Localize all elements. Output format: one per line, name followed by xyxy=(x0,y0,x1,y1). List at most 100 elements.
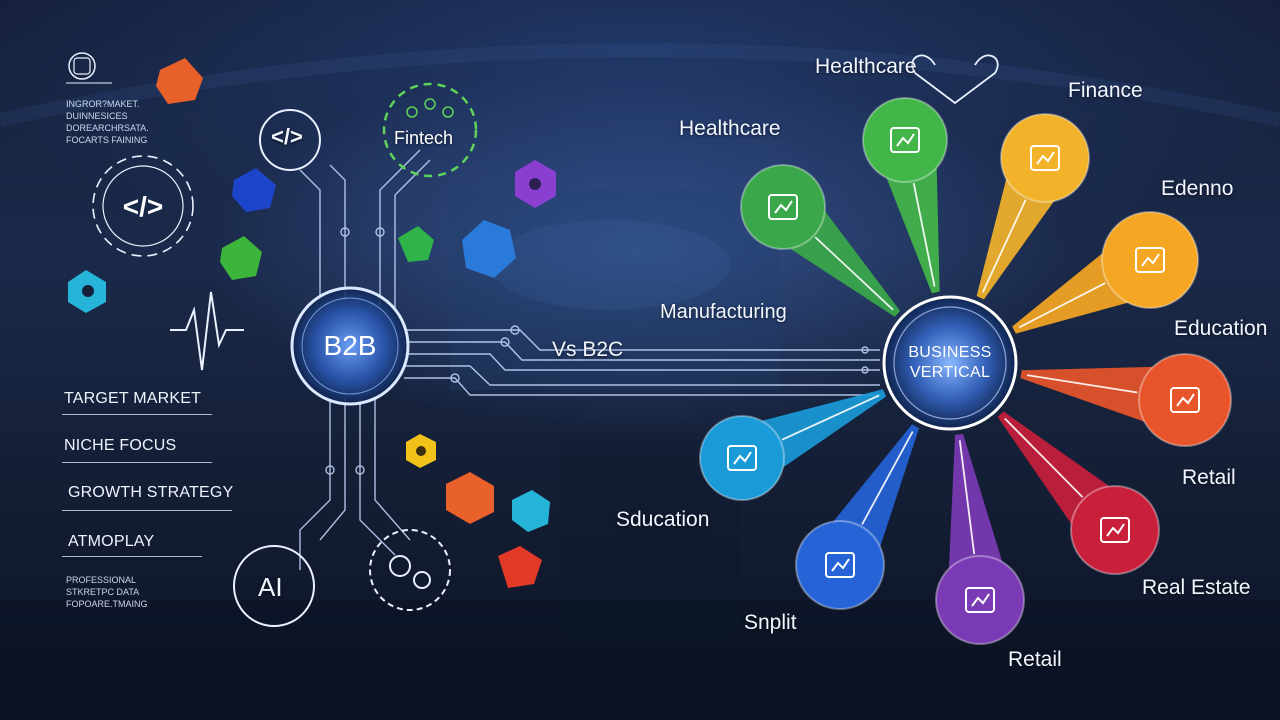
menu-divider xyxy=(62,414,212,415)
cross-icon-detail xyxy=(896,133,915,147)
gem-orange-1 xyxy=(156,58,203,104)
vertical-label-real-estate: Real Estate xyxy=(1142,576,1251,599)
bar-chart-icon xyxy=(1135,247,1165,273)
vertical-pin[interactable] xyxy=(699,389,887,501)
b2b-hub xyxy=(290,286,410,406)
left-satellites xyxy=(233,82,478,627)
dollar-chart-icon xyxy=(1030,145,1060,171)
vertical-pin[interactable] xyxy=(795,424,920,610)
menu-niche-focus[interactable]: NICHE FOCUS xyxy=(64,437,177,454)
graduation-cap-icon-detail xyxy=(831,558,850,572)
ai-chip-icon xyxy=(68,52,96,80)
vertical-label-education: Education xyxy=(1174,317,1268,340)
vertical-label-healthcare: Healthcare xyxy=(679,117,781,140)
business-vertical-line: BUSINESS xyxy=(908,344,992,361)
vertical-label-finance: Finance xyxy=(1068,79,1143,102)
vertical-label-sducation: Sducation xyxy=(616,508,710,531)
chair-silhouette xyxy=(560,440,740,640)
vertical-pin[interactable] xyxy=(997,411,1160,575)
top-note: INGROR?MAKET. DUINNESICES DOREARCHRSATA.… xyxy=(66,98,149,146)
bottom-note-line: PROFESSIONAL xyxy=(66,575,137,585)
cart-icon xyxy=(1170,387,1200,413)
vertical-pin-arrow xyxy=(781,394,880,441)
vertical-pin[interactable] xyxy=(862,97,948,294)
graduation-cap-icon xyxy=(825,552,855,578)
vertical-pin-arrow xyxy=(1026,374,1138,394)
gem-blue-2 xyxy=(462,220,516,278)
ai-node-circle xyxy=(233,545,315,627)
vertical-label-retail-bottom: Retail xyxy=(1008,648,1062,671)
code-node-label: </> xyxy=(271,124,303,149)
vertical-pin-arrow xyxy=(1004,417,1084,498)
background-room xyxy=(0,43,1280,720)
cross-icon xyxy=(890,127,920,153)
gem-purple-1-hole xyxy=(529,178,541,190)
ai-label: AI xyxy=(258,572,283,602)
top-note-line: INGROR?MAKET. xyxy=(66,99,140,109)
vertical-pin-arrow xyxy=(1018,282,1106,329)
vertical-label-retail-right: Retail xyxy=(1182,466,1236,489)
gem-cyan-2 xyxy=(512,490,550,532)
dollar-chart-icon-detail xyxy=(1036,151,1055,165)
gem-red-1 xyxy=(498,546,542,588)
gears-node-circle xyxy=(369,529,451,611)
menu-divider xyxy=(62,462,212,463)
menu-divider xyxy=(62,510,232,511)
top-note-line: DUINNESICES xyxy=(66,111,128,121)
chart-book-icon-detail xyxy=(733,451,752,465)
business-vertical-hub xyxy=(882,295,1018,431)
vertical-pin-arrow xyxy=(861,431,914,525)
vertical-pin-arrow xyxy=(981,199,1027,293)
vertical-pin-arrow xyxy=(814,236,894,311)
gear-icon-small xyxy=(413,571,431,589)
house-icon-detail xyxy=(1106,523,1125,537)
gems xyxy=(68,58,556,588)
menu-divider xyxy=(62,556,202,557)
gem-green-1 xyxy=(220,236,262,280)
b2b-label: B2B xyxy=(323,330,377,361)
gem-cyan-1-hole xyxy=(82,285,94,297)
gem-orange-2 xyxy=(446,472,494,524)
bottom-note-line: FOPOARE.TMAING xyxy=(66,599,148,609)
vertical-label-healthcare-top: Healthcare xyxy=(815,55,917,78)
code-circle-inner xyxy=(102,165,184,247)
bar-chart-icon-detail xyxy=(1141,253,1160,267)
menu-atmoplay[interactable]: ATMOPLAY xyxy=(68,533,155,550)
menu-target-market[interactable]: TARGET MARKET xyxy=(64,390,202,407)
top-note-line: FOCARTS FAINING xyxy=(66,135,148,145)
background-screen xyxy=(450,190,780,390)
circuit-lines xyxy=(299,149,880,570)
cart-icon-detail xyxy=(1176,393,1195,407)
gem-blue-1 xyxy=(232,168,276,212)
vertical-label-snplit: Snplit xyxy=(744,611,797,634)
vertical-label-edenno: Edenno xyxy=(1161,177,1234,200)
vertical-pin[interactable] xyxy=(976,113,1090,300)
bottom-note-line: STKRETPC DATA xyxy=(66,587,140,597)
top-note-line: DOREARCHRSATA. xyxy=(66,123,149,133)
vertical-pin[interactable] xyxy=(935,433,1025,645)
left-panel-icons: </> xyxy=(66,52,244,371)
heartbeat-cloud-icon xyxy=(768,194,798,220)
business-vertical-label: BUSINESS VERTICAL xyxy=(890,343,1010,383)
gem-yellow-1-hole xyxy=(416,446,426,456)
factory-icon-detail xyxy=(971,593,990,607)
vertical-pin-arrow xyxy=(958,440,976,555)
code-node-circle xyxy=(259,109,321,171)
vertical-pin[interactable] xyxy=(1020,353,1232,447)
code-circle-outer xyxy=(92,155,194,257)
factory-icon xyxy=(965,587,995,613)
floor-shadow xyxy=(0,600,1280,720)
circuit-line xyxy=(299,169,321,300)
menu-growth-strategy[interactable]: GROWTH STRATEGY xyxy=(68,484,234,501)
vertical-pin[interactable] xyxy=(1012,211,1199,334)
house-icon xyxy=(1100,517,1130,543)
vertical-pin[interactable] xyxy=(740,164,901,317)
gear-icon xyxy=(389,555,411,577)
vs-b2c-label: Vs B2C xyxy=(552,338,624,361)
bottom-note: PROFESSIONAL STKRETPC DATA FOPOARE.TMAIN… xyxy=(66,574,148,610)
chart-book-icon xyxy=(727,445,757,471)
vertical-pins xyxy=(699,97,1232,645)
manufacturing-label: Manufacturing xyxy=(660,301,787,323)
world-map-glow xyxy=(490,220,730,310)
